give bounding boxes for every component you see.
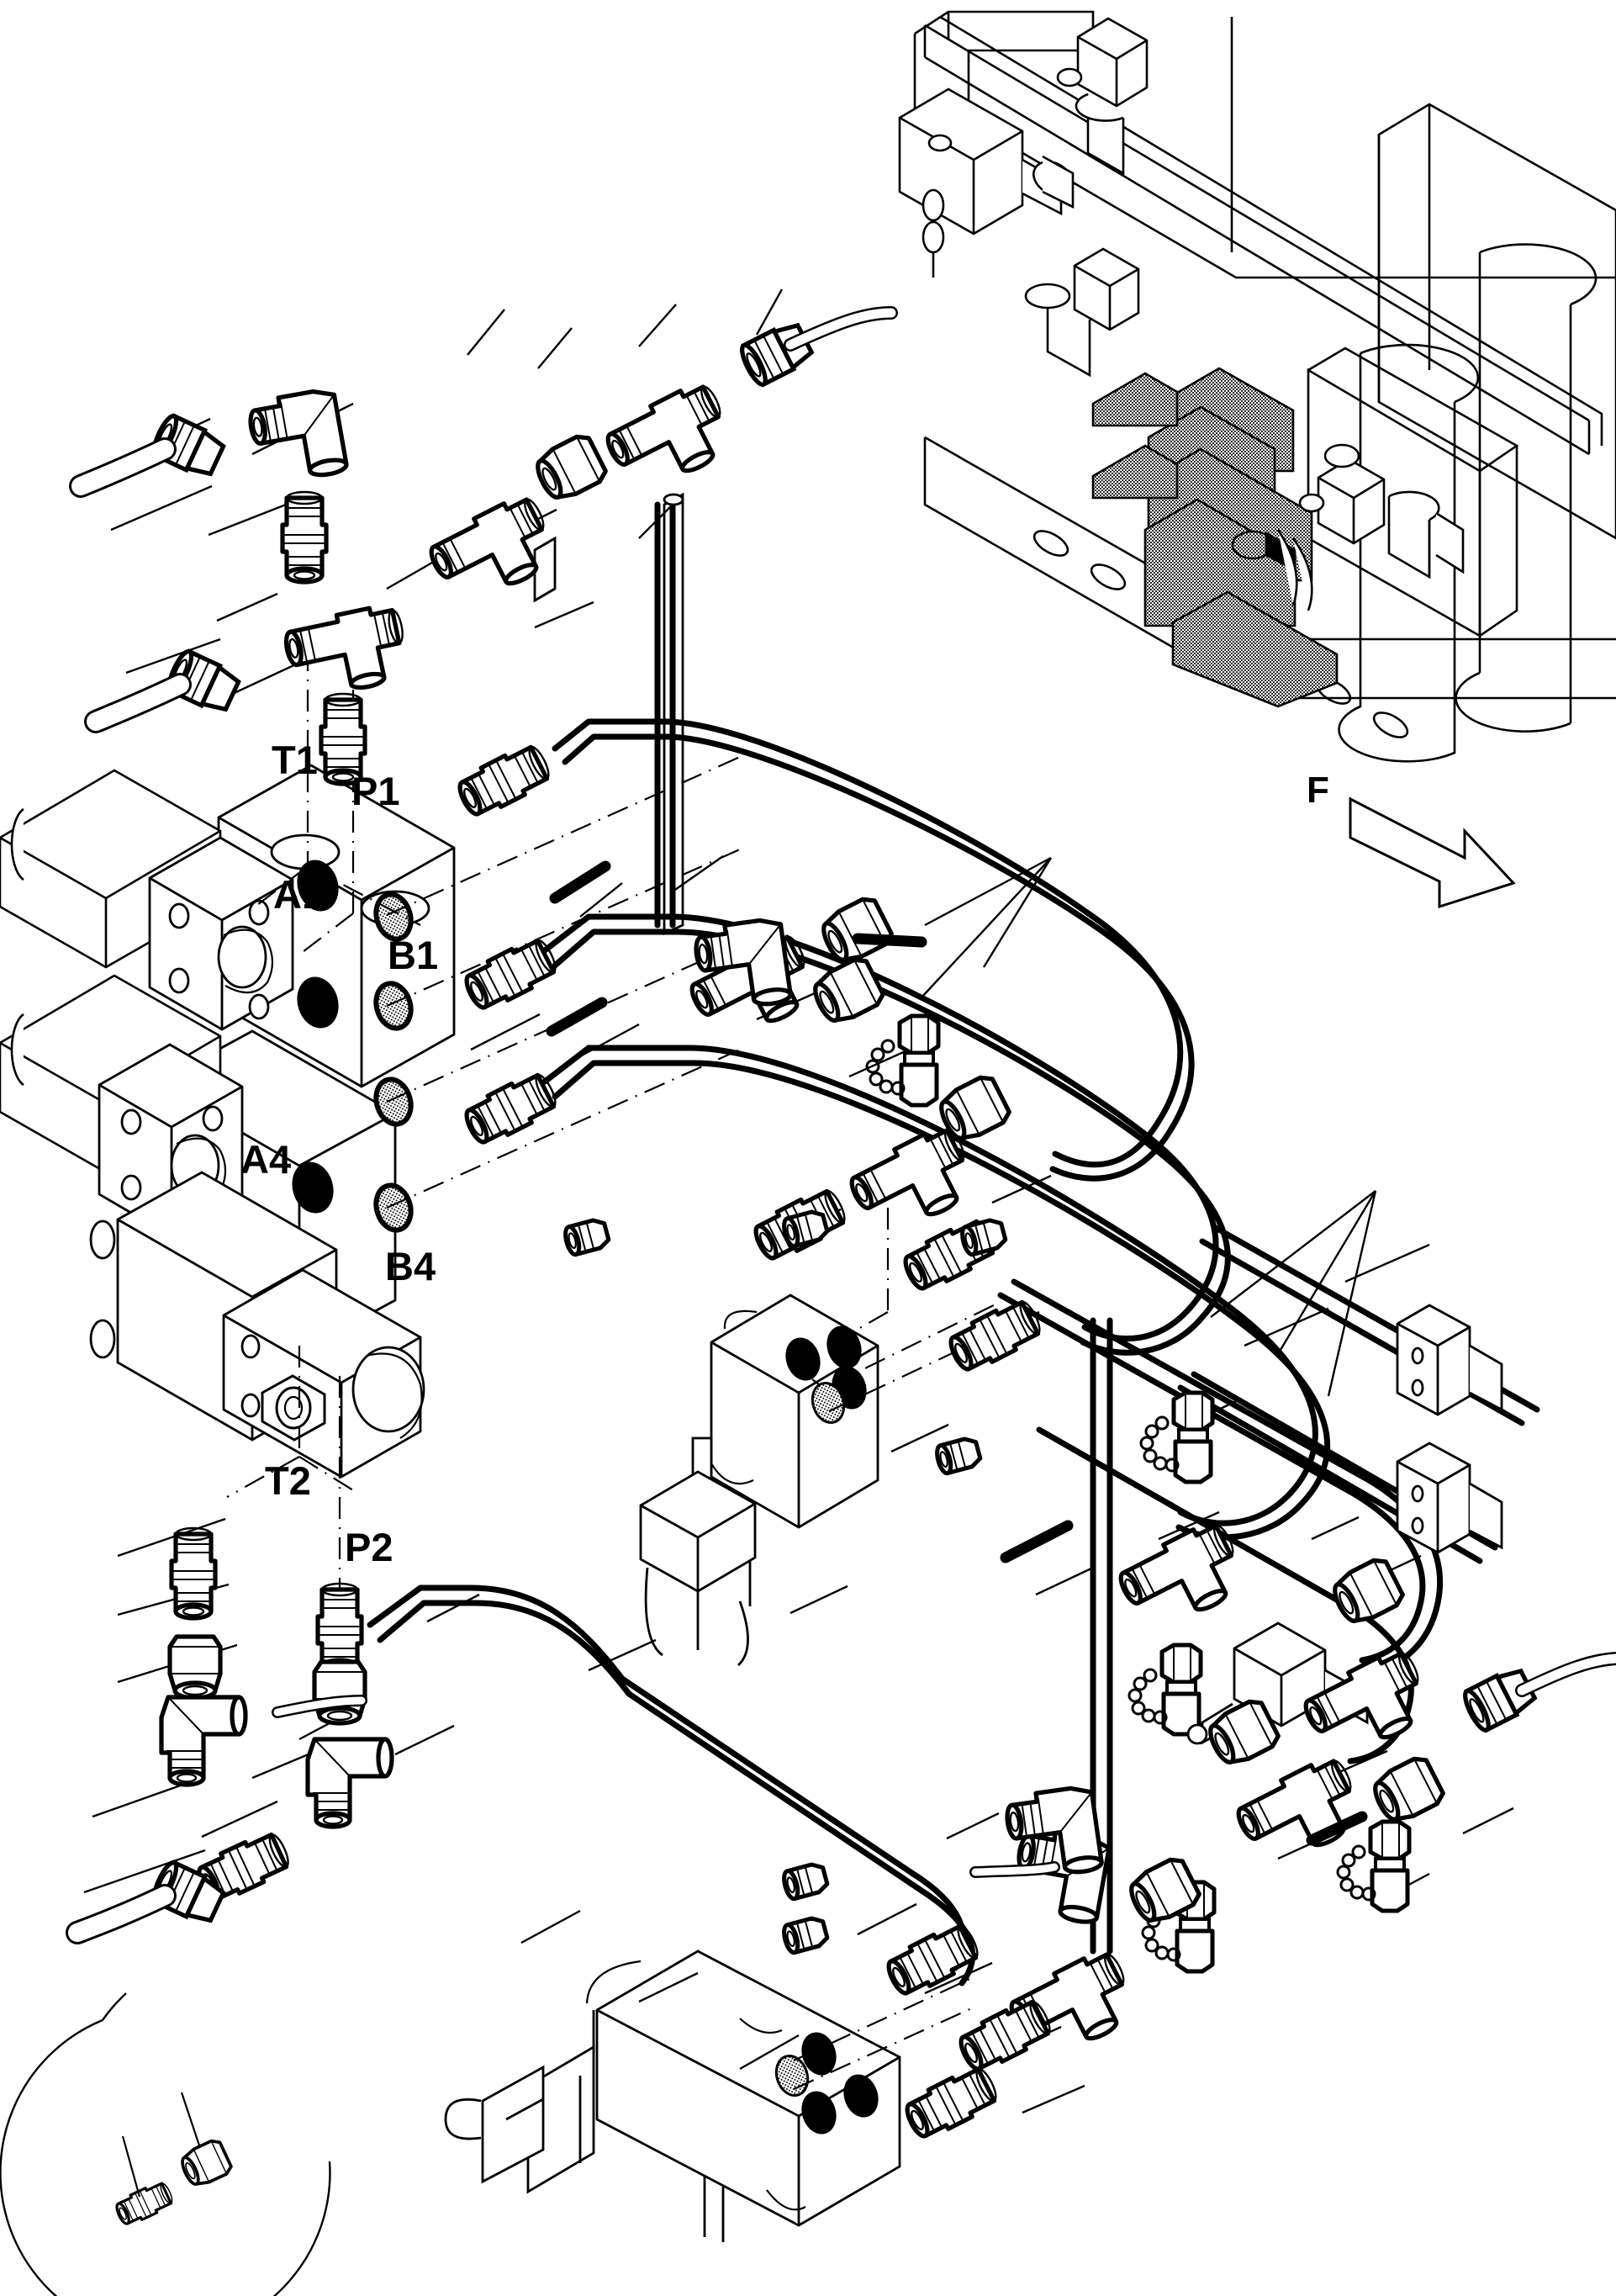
port-seal-rings	[373, 891, 414, 1233]
nut-fitting-7	[170, 1637, 220, 1698]
bottom-block-ports	[801, 2032, 879, 2135]
short-tube-stubs	[546, 860, 1368, 1846]
right-accessory-valves	[1276, 443, 1465, 611]
direction-marker-label: F	[1307, 770, 1329, 811]
t2-port-fitting	[261, 1374, 326, 1442]
hydraulic-tubing	[367, 501, 1540, 1987]
nipple-fitting-9	[172, 1528, 215, 1618]
cylinder-head-upper	[148, 836, 294, 1031]
detail-leader-lines	[121, 2092, 202, 2198]
port-label-b1: B1	[388, 933, 439, 977]
port-label-p2: P2	[345, 1525, 393, 1569]
centre-block-seal-ring	[811, 1382, 846, 1424]
port-label-p1: P1	[351, 769, 400, 813]
port-label-b4: B4	[385, 1244, 436, 1288]
detail-view-circle	[0, 1992, 331, 2296]
port-label-a1: A1	[273, 872, 325, 917]
port-label-a4: A4	[240, 1137, 292, 1182]
grouped-leader-lines	[921, 856, 1377, 1397]
blind-ports	[292, 860, 339, 1214]
port-label-t2: T2	[265, 1458, 311, 1503]
port-label-t1: T1	[272, 738, 318, 782]
direction-arrow-F	[1349, 796, 1516, 909]
tube-clamp-lower	[1396, 1442, 1503, 1554]
bottom-valve-block	[444, 1949, 901, 2242]
nipple-fitting-1	[283, 492, 326, 582]
tube-clamp-upper	[1396, 1304, 1503, 1416]
solenoid-valve-bank	[1091, 367, 1339, 708]
top-valve-blocks	[898, 17, 1149, 378]
nut-fitting-8	[314, 1662, 365, 1723]
